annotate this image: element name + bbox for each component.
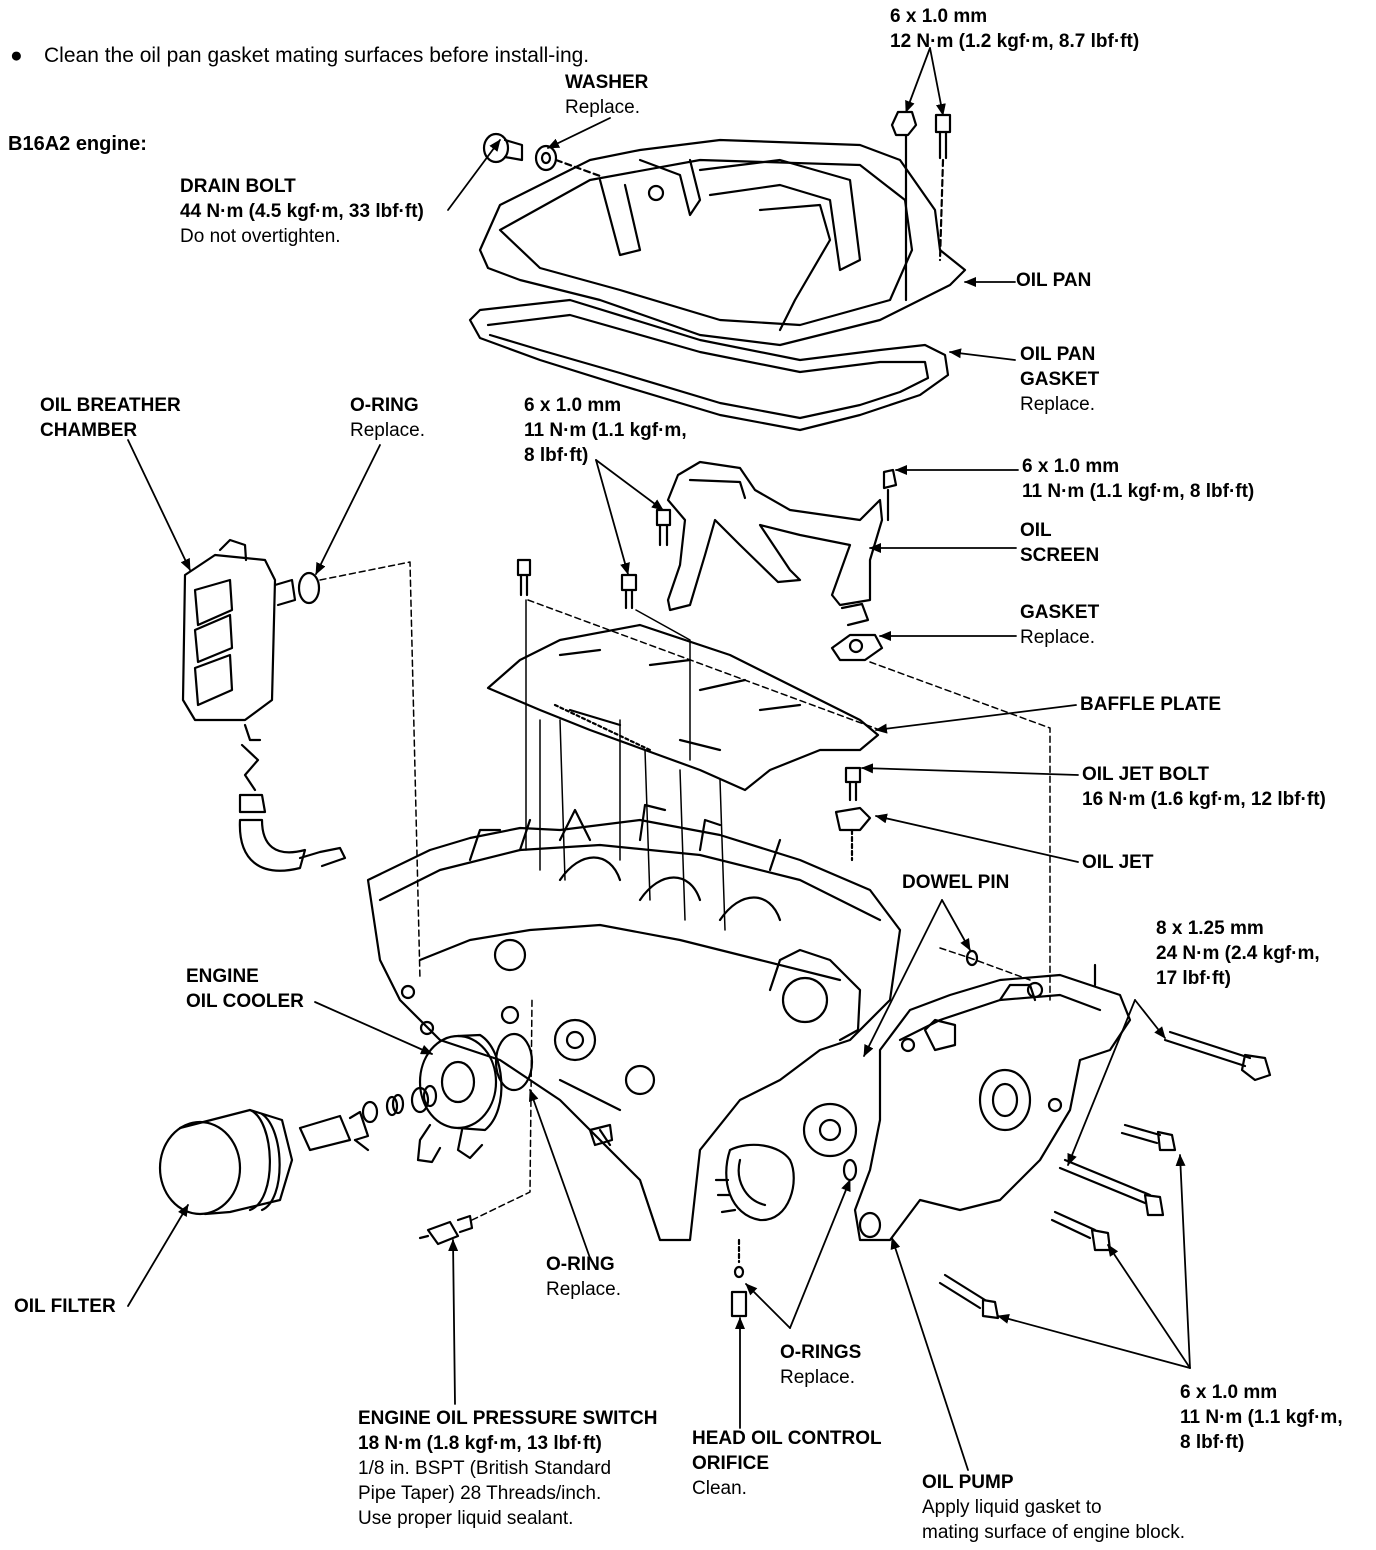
label-washer: WASHER Replace. (565, 72, 649, 118)
drain-bolt-washer (482, 132, 602, 178)
oil-pan-bolts (890, 110, 952, 302)
label-oil-jet-bolt: OIL JET BOLT 16 N·m (1.6 kgf·m, 12 lbf·f… (1082, 764, 1326, 810)
intro-note: ● Clean the oil pan gasket mating surfac… (10, 40, 684, 71)
label-oil-breather-chamber: OIL BREATHER CHAMBER (40, 395, 181, 441)
label-oil-jet: OIL JET (1082, 852, 1154, 873)
engine-subtitle: B16A2 engine: (8, 133, 147, 155)
label-oil-pan-gasket: OIL PAN GASKET Replace. (1020, 344, 1100, 415)
label-mid-bolts: 6 x 1.0 mm 11 N·m (1.1 kgf·m, 8 lbf·ft) (524, 395, 687, 466)
bullet-glyph: ● (10, 44, 23, 67)
label-oil-pump: OIL PUMP Apply liquid gasket to mating s… (922, 1472, 1185, 1543)
label-gasket: GASKET Replace. (1020, 602, 1100, 648)
label-o-ring-top: O-RING Replace. (350, 395, 425, 441)
head-oil-control-orifice (730, 1238, 748, 1318)
label-engine-oil-cooler: ENGINE OIL COOLER (186, 966, 304, 1012)
label-top-bolts: 6 x 1.0 mm 12 N·m (1.2 kgf·m, 8.7 lbf·ft… (890, 6, 1140, 52)
label-pump-bolts: 8 x 1.25 mm 24 N·m (2.4 kgf·m, 17 lbf·ft… (1156, 918, 1320, 989)
intro-text: Clean the oil pan gasket mating surfaces… (44, 44, 590, 67)
label-oil-screen: OIL SCREEN (1020, 520, 1100, 566)
oil-filter (158, 1108, 294, 1216)
oil-pan (468, 138, 967, 432)
label-oil-pressure-switch: ENGINE OIL PRESSURE SWITCH 18 N·m (1.8 k… (358, 1408, 658, 1529)
label-baffle-plate: BAFFLE PLATE (1080, 694, 1222, 715)
label-dowel-pin: DOWEL PIN (902, 872, 1010, 893)
oil-screen (666, 460, 898, 627)
oil-breather-chamber (181, 538, 421, 981)
mid-bolts (516, 508, 672, 610)
label-o-rings: O-RINGS Replace. (780, 1342, 862, 1388)
label-screen-bolt: 6 x 1.0 mm 11 N·m (1.1 kgf·m, 8 lbf·ft) (1022, 456, 1255, 502)
label-lower-bolts: 6 x 1.0 mm 11 N·m (1.1 kgf·m, 8 lbf·ft) (1180, 1382, 1343, 1453)
leader-lines (127, 47, 1191, 1471)
screen-gasket (830, 633, 1051, 1001)
oil-jet-assembly (834, 766, 872, 862)
label-o-ring-bottom: O-RING Replace. (546, 1254, 621, 1300)
engine-oil-cooler (298, 1032, 534, 1164)
label-drain-bolt: DRAIN BOLT 44 N·m (4.5 kgf·m, 33 lbf·ft)… (180, 176, 424, 247)
oil-pump (853, 947, 1132, 1242)
engine-block (366, 803, 902, 1242)
label-oil-filter: OIL FILTER (14, 1296, 116, 1317)
oil-pressure-switch (418, 999, 533, 1246)
label-oil-pan: OIL PAN (1016, 270, 1092, 291)
baffle-plate (486, 599, 881, 931)
label-head-oil-control-orifice: HEAD OIL CONTROL ORIFICE Clean. (692, 1428, 882, 1499)
